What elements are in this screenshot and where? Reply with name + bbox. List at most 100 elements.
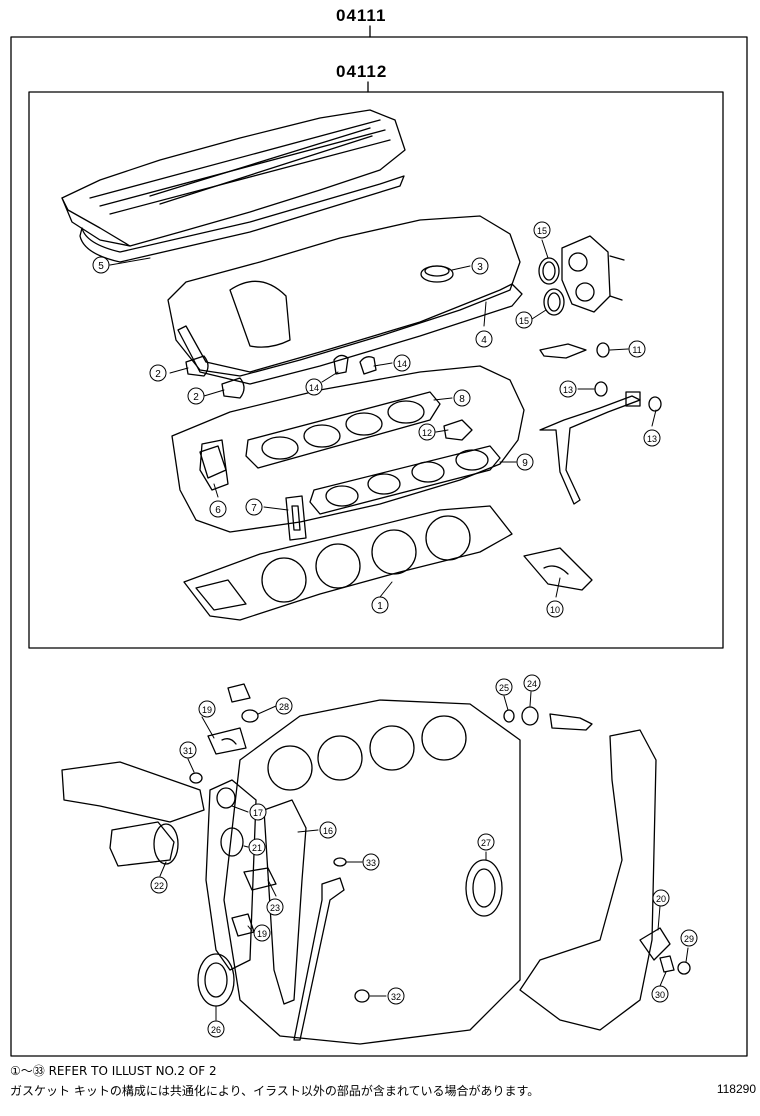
callout-21: 21 (248, 838, 266, 856)
sensor-cap (625, 391, 641, 407)
callout-9: 9 (516, 453, 534, 471)
cover-gasket (79, 175, 405, 263)
svg-text:28: 28 (279, 702, 289, 712)
o-ring-29 (677, 961, 691, 975)
o-ring-13b (648, 396, 662, 412)
svg-text:15: 15 (537, 226, 547, 236)
svg-text:32: 32 (391, 992, 401, 1002)
callout-15b: 15 (515, 311, 533, 329)
svg-text:3: 3 (477, 262, 483, 273)
gasket-25 (503, 709, 515, 723)
callout-1: 1 (371, 596, 389, 614)
half-moon-plugs (185, 354, 377, 399)
cylinder-block (223, 699, 521, 1045)
svg-text:33: 33 (366, 858, 376, 868)
oil-pan (519, 729, 657, 1031)
callout-16: 16 (319, 821, 337, 839)
svg-text:17: 17 (253, 808, 263, 818)
oil-dipstick-guide (293, 877, 345, 1041)
svg-text:24: 24 (527, 679, 537, 689)
exhaust-manifold-gasket (309, 445, 501, 515)
svg-text:29: 29 (684, 934, 694, 944)
inner-assembly-code: 04112 (336, 62, 388, 81)
callout-6: 6 (209, 500, 227, 518)
svg-text:4: 4 (481, 335, 487, 346)
svg-text:13: 13 (563, 385, 573, 395)
callout-13b: 13 (643, 429, 661, 447)
svg-text:15: 15 (519, 316, 529, 326)
callout-2b: 2 (187, 387, 205, 405)
callout-11: 11 (628, 340, 646, 358)
reference-note: ①～㉝ REFER TO ILLUST NO.2 OF 2 (10, 1064, 217, 1078)
camshaft-seals (538, 257, 565, 316)
intake-manifold-gasket (245, 391, 441, 469)
svg-text:27: 27 (481, 838, 491, 848)
figure-number: 118290 (716, 1082, 756, 1096)
callout-5: 5 (92, 256, 110, 274)
callout-13a: 13 (559, 380, 577, 398)
o-ring-11 (596, 342, 610, 358)
callout-25: 25 (495, 678, 513, 696)
o-ring-28 (241, 709, 259, 723)
svg-text:20: 20 (656, 894, 666, 904)
union-fitting (227, 683, 251, 703)
callout-7: 7 (245, 498, 263, 516)
crankshaft-front-seal (197, 953, 235, 1007)
svg-text:21: 21 (252, 843, 262, 853)
o-ring-33 (333, 857, 347, 867)
callout-14a: 14 (305, 378, 323, 396)
svg-text:8: 8 (459, 394, 465, 405)
svg-text:25: 25 (499, 683, 509, 693)
svg-text:14: 14 (397, 359, 407, 369)
callout-17: 17 (249, 803, 267, 821)
o-ring-13a (594, 381, 608, 397)
callout-26: 26 (207, 1020, 225, 1038)
callout-31: 31 (179, 741, 197, 759)
cylinder-head-gasket (183, 505, 513, 621)
gasket-19a (207, 727, 247, 755)
callout-19b: 19 (253, 924, 271, 942)
valve-cover-gasket (177, 283, 523, 385)
callout-32: 32 (387, 987, 405, 1005)
callout-29: 29 (680, 929, 698, 947)
temperature-sensor (549, 713, 593, 731)
callout-12: 12 (418, 423, 436, 441)
callout-24: 24 (523, 674, 541, 692)
valve-cover (167, 215, 521, 377)
svg-text:5: 5 (98, 261, 104, 272)
svg-text:14: 14 (309, 383, 319, 393)
svg-text:12: 12 (422, 428, 432, 438)
japanese-note: ガスケット キットの構成には共通化により、イラスト以外の部品が含まれている場合が… (10, 1084, 540, 1098)
drain-plug-gasket (354, 989, 370, 1003)
outer-kit-frame (10, 36, 748, 1057)
callout-23: 23 (266, 898, 284, 916)
oil-seal-22 (153, 823, 179, 865)
callout-10: 10 (546, 600, 564, 618)
callout-15a: 15 (533, 221, 551, 239)
callout-14b: 14 (393, 354, 411, 372)
svg-text:19: 19 (257, 929, 267, 939)
callout-33: 33 (362, 853, 380, 871)
plug-30 (659, 955, 675, 973)
inner-kit-frame (28, 91, 724, 649)
svg-text:16: 16 (323, 826, 333, 836)
svg-text:1: 1 (377, 601, 383, 612)
svg-text:2: 2 (155, 369, 161, 380)
timing-cover-gasket (205, 779, 257, 971)
callout-30: 30 (651, 985, 669, 1003)
svg-text:22: 22 (154, 881, 164, 891)
callout-8: 8 (453, 389, 471, 407)
svg-text:30: 30 (655, 990, 665, 1000)
svg-text:26: 26 (211, 1025, 221, 1035)
svg-text:6: 6 (215, 505, 221, 516)
callout-2a: 2 (149, 364, 167, 382)
svg-text:9: 9 (522, 458, 528, 469)
gasket-20 (639, 927, 671, 961)
coolant-housing (109, 821, 175, 867)
crankshaft-rear-seal (465, 859, 503, 917)
throttle-gasket (523, 547, 593, 591)
svg-text:23: 23 (270, 903, 280, 913)
injector-pipe (539, 395, 641, 505)
water-outlet-gasket (199, 439, 229, 491)
